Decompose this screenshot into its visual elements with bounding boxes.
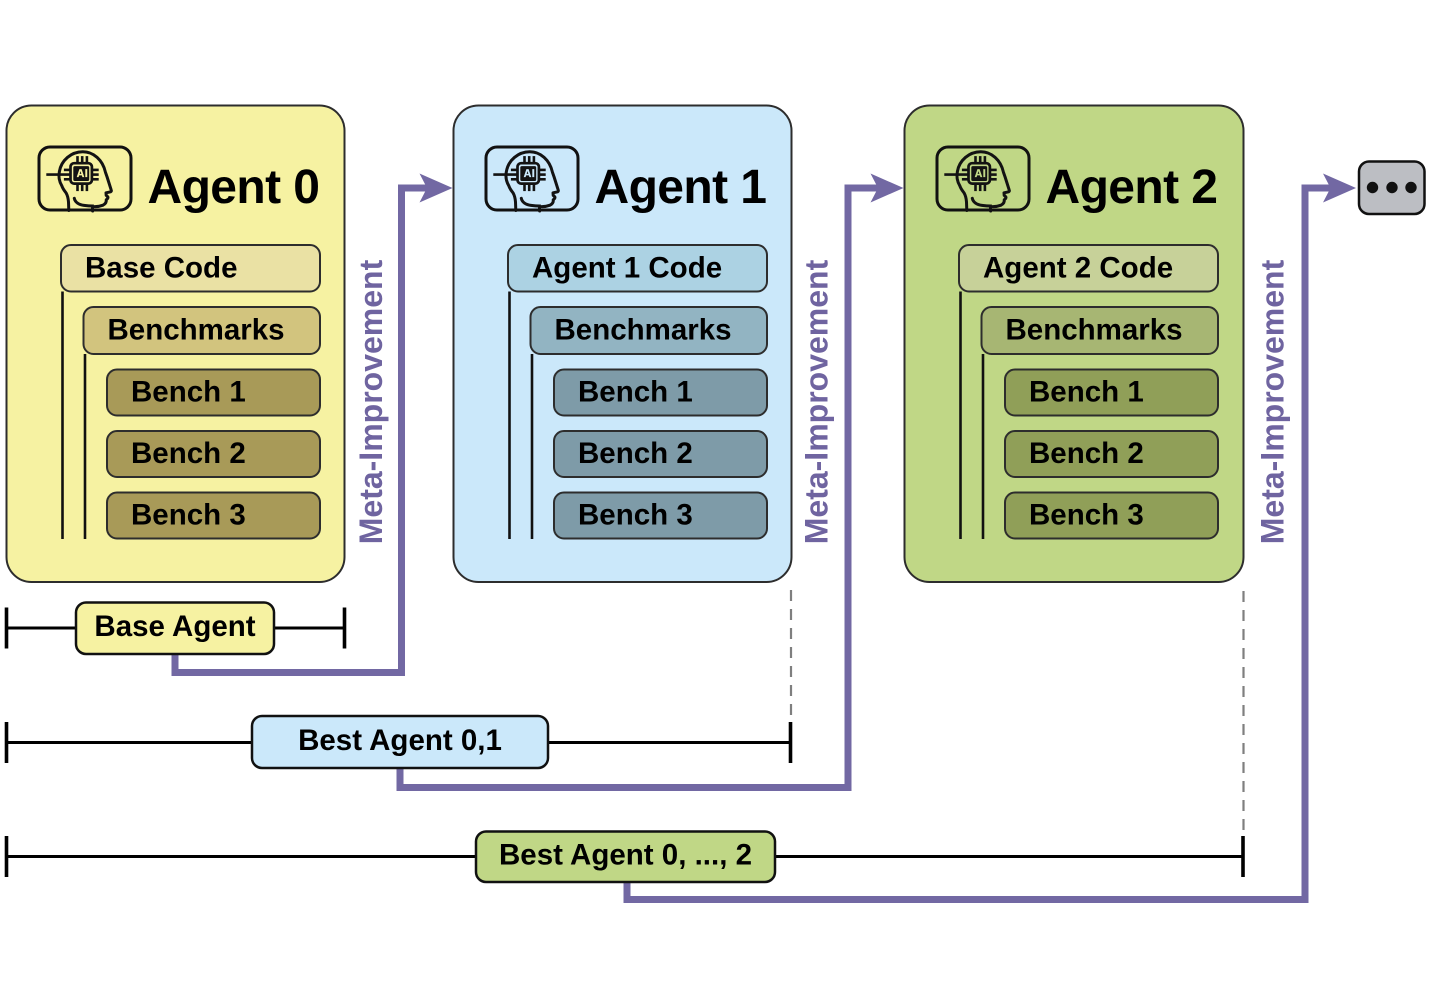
svg-text:Meta-Improvement: Meta-Improvement: [1255, 259, 1291, 544]
svg-text:Bench 1: Bench 1: [131, 376, 246, 409]
svg-text:Bench 2: Bench 2: [578, 437, 693, 470]
svg-text:Bench 3: Bench 3: [1029, 499, 1144, 532]
svg-text:Bench 2: Bench 2: [131, 437, 246, 470]
svg-text:Best Agent 0,1: Best Agent 0,1: [298, 724, 502, 757]
svg-text:Base Agent: Base Agent: [94, 610, 255, 643]
svg-text:Agent 2 Code: Agent 2 Code: [983, 252, 1173, 285]
svg-text:Agent 0: Agent 0: [148, 161, 320, 214]
svg-text:Meta-Improvement: Meta-Improvement: [353, 259, 389, 544]
svg-text:Best Agent 0, ..., 2: Best Agent 0, ..., 2: [499, 839, 752, 872]
svg-text:Bench 3: Bench 3: [131, 499, 246, 532]
svg-text:Bench 2: Bench 2: [1029, 437, 1144, 470]
svg-text:Meta-Improvement: Meta-Improvement: [799, 259, 835, 544]
svg-text:Benchmarks: Benchmarks: [1006, 314, 1183, 347]
svg-text:Agent 1: Agent 1: [595, 161, 767, 214]
svg-text:Benchmarks: Benchmarks: [555, 314, 732, 347]
svg-text:Base Code: Base Code: [85, 252, 237, 285]
svg-text:Agent 2: Agent 2: [1046, 161, 1218, 214]
svg-text:Bench 1: Bench 1: [578, 376, 693, 409]
svg-text:Benchmarks: Benchmarks: [108, 314, 285, 347]
svg-text:Bench 1: Bench 1: [1029, 376, 1144, 409]
svg-text:Bench 3: Bench 3: [578, 499, 693, 532]
svg-text:Agent 1 Code: Agent 1 Code: [532, 252, 722, 285]
